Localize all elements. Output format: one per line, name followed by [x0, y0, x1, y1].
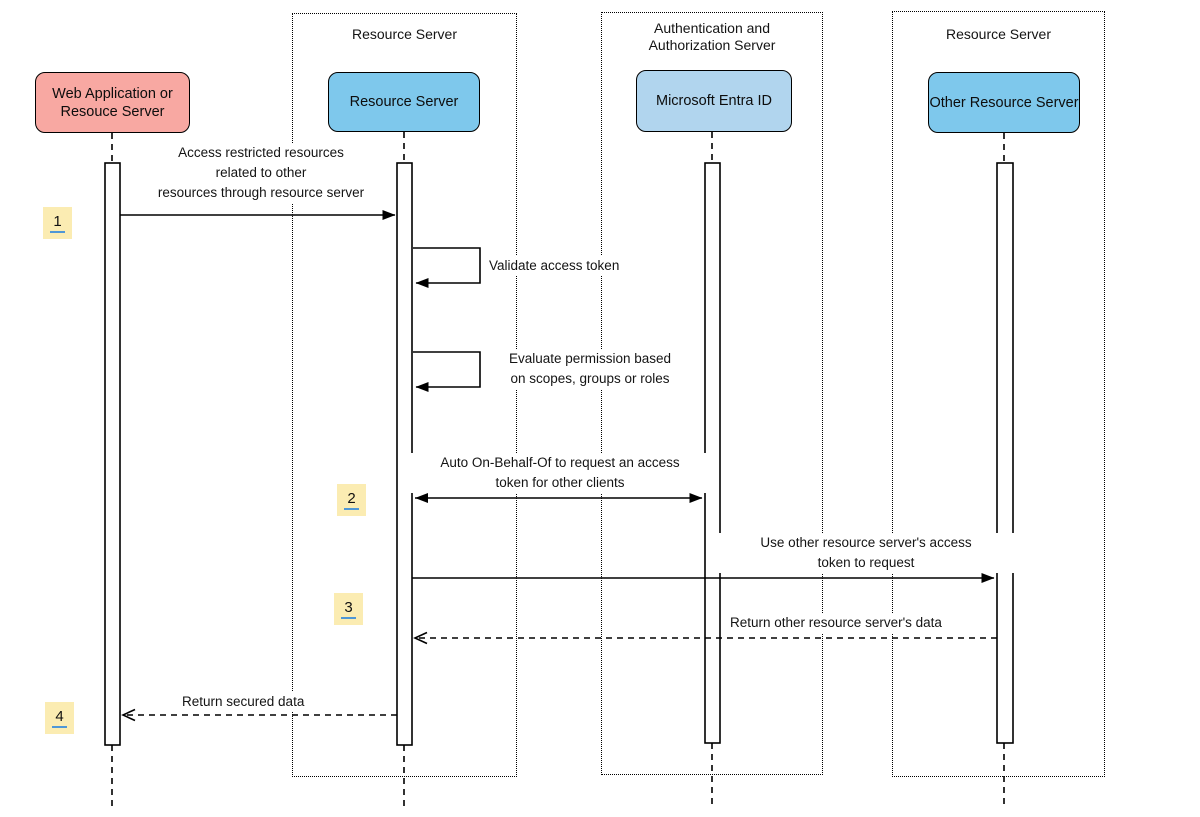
- arrow-auto-on-behalf-of-left-head: [415, 493, 428, 503]
- frame-title: Authentication and Authorization Server: [648, 20, 776, 53]
- message-return-secured-data: Return secured data: [180, 692, 307, 712]
- step-number: 1: [50, 213, 65, 233]
- step-number: 4: [52, 708, 67, 728]
- step-badge-3: 3: [334, 593, 363, 625]
- step-number: 2: [344, 490, 359, 510]
- arrow-evaluate-permission: [413, 351, 481, 392]
- message-evaluate-permission: Evaluate permission based on scopes, gro…: [482, 349, 698, 389]
- frame-resource-server-right: Resource Server: [892, 11, 1105, 777]
- message-auto-on-behalf-of: Auto On-Behalf-Of to request an access t…: [408, 453, 712, 493]
- participant-other-resource-server: Other Resource Server: [928, 72, 1080, 133]
- message-return-other-data: Return other resource server's data: [728, 613, 944, 633]
- participant-microsoft-entra-id: Microsoft Entra ID: [636, 70, 792, 132]
- message-validate-access-token: Validate access token: [487, 256, 622, 276]
- frame-resource-server-left: Resource Server: [292, 13, 517, 777]
- activation-bar-other-resource-server: [996, 162, 1014, 744]
- frame-auth-server: Authentication and Authorization Server: [601, 12, 823, 775]
- step-number: 3: [341, 599, 356, 619]
- message-use-other-token: Use other resource server's access token…: [716, 533, 1016, 573]
- arrow-validate-access-token: [413, 247, 481, 288]
- message-arrows: [120, 210, 997, 722]
- frame-title: Resource Server: [351, 26, 458, 42]
- participant-resource-server: Resource Server: [328, 72, 480, 132]
- activation-bars: [104, 162, 1014, 746]
- step-badge-4: 4: [45, 702, 74, 734]
- frame-title: Resource Server: [945, 26, 1052, 42]
- step-badge-2: 2: [337, 484, 366, 516]
- message-access-restricted-resources: Access restricted resources related to o…: [128, 143, 394, 203]
- participant-web-application: Web Application or Resouce Server: [35, 72, 190, 133]
- step-badge-1: 1: [43, 207, 72, 239]
- lifeline-dashes: [111, 132, 1005, 806]
- activation-bar-web-app: [104, 162, 121, 746]
